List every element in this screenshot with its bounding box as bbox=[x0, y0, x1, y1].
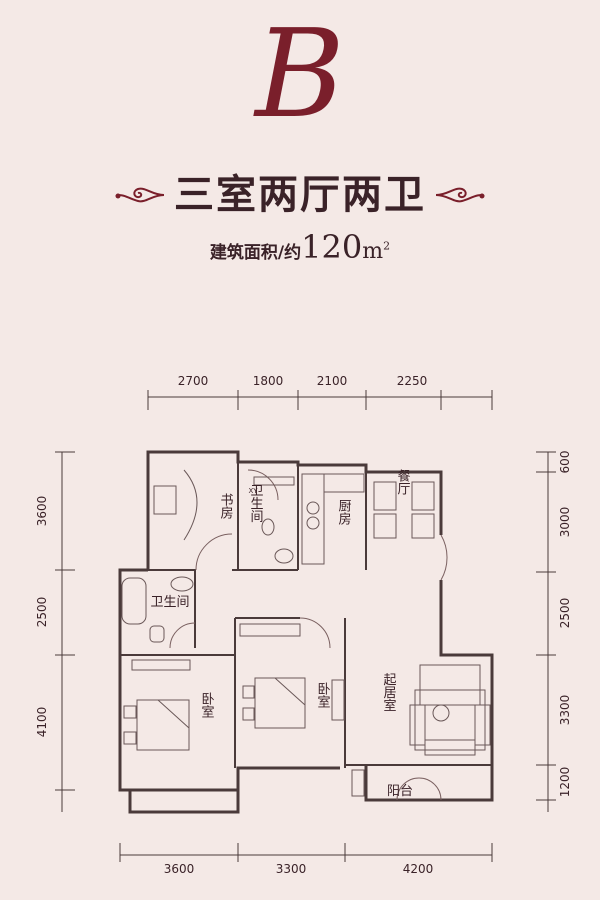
dim-left-1: 3600 bbox=[35, 496, 49, 527]
title-row: 三室两厅两卫 bbox=[0, 170, 600, 220]
room-bath-left: 卫生间 bbox=[150, 595, 189, 610]
ornament-right-icon bbox=[435, 187, 485, 203]
dim-right-3: 2500 bbox=[558, 598, 572, 629]
dim-left-2: 2500 bbox=[35, 597, 49, 628]
room-dining: 餐厅 bbox=[395, 468, 411, 495]
dim-top-1: 2700 bbox=[178, 374, 209, 388]
dim-top-3: 2100 bbox=[317, 374, 348, 388]
area-unit-sup: 2 bbox=[383, 239, 391, 253]
area-unit: m bbox=[362, 239, 384, 264]
furniture bbox=[121, 469, 491, 797]
dim-bottom-3: 4200 bbox=[403, 862, 434, 876]
floor-area: 建筑面积/约120m2 bbox=[0, 228, 600, 266]
room-balcony: 阳台 bbox=[387, 784, 413, 799]
dim-left-3: 4100 bbox=[35, 707, 49, 738]
fixture-xy-label: XY bbox=[248, 487, 258, 495]
area-label: 建筑面积/约 bbox=[209, 243, 302, 263]
dim-right-4: 3300 bbox=[558, 695, 572, 726]
dim-bottom-2: 3300 bbox=[276, 862, 307, 876]
dim-right-1: 600 bbox=[558, 451, 572, 474]
dim-right-2: 3000 bbox=[558, 507, 572, 538]
door-swings bbox=[169, 469, 448, 801]
dimension-lines bbox=[55, 390, 556, 862]
ornament-left-icon bbox=[115, 187, 165, 203]
dim-top-4: 2250 bbox=[397, 374, 428, 388]
area-value: 120 bbox=[301, 228, 363, 266]
inner-walls bbox=[120, 462, 492, 800]
room-living: 起居室 bbox=[381, 673, 397, 712]
room-study: 书房 bbox=[218, 493, 234, 519]
layout-title: 三室两厅两卫 bbox=[174, 171, 426, 218]
dim-top-2: 1800 bbox=[253, 374, 284, 388]
dim-right-5: 1200 bbox=[558, 767, 572, 798]
room-bedroom-left: 卧室 bbox=[199, 692, 215, 718]
dim-bottom-1: 3600 bbox=[164, 862, 195, 876]
room-bath-top: 卫生间 bbox=[248, 484, 264, 523]
room-bedroom-mid: 卧室 bbox=[315, 682, 331, 708]
room-kitchen: 厨房 bbox=[336, 499, 352, 525]
plan-letter: B bbox=[255, 3, 345, 145]
